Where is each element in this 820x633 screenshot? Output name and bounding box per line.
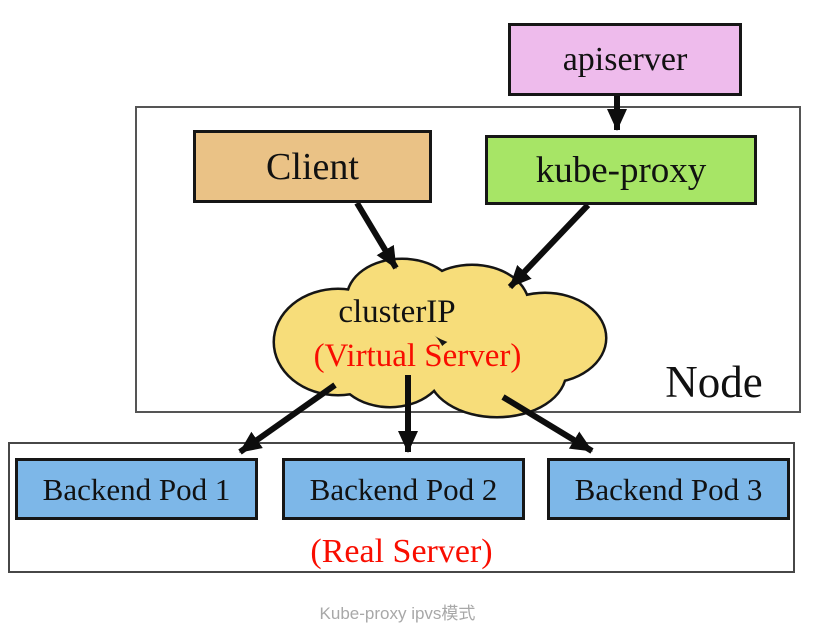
cluster-ip-title: clusterIP [338,294,456,330]
real-server-label: (Real Server) [310,533,493,570]
backend-pod-2-label: Backend Pod 2 [309,471,498,507]
backend-pod-3-label: Backend Pod 3 [574,471,763,507]
kube-proxy-label: kube-proxy [535,149,707,191]
backend-pod-1-label: Backend Pod 1 [42,471,231,507]
apiserver-label: apiserver [562,40,688,78]
client-box: Client [193,130,432,203]
backend-pod-2-box: Backend Pod 2 [282,458,525,520]
apiserver-box: apiserver [508,23,742,96]
node-label: Node [665,357,763,407]
backend-pod-1-box: Backend Pod 1 [15,458,258,520]
cluster-ip-subtitle: (Virtual Server) [313,338,522,374]
backend-pod-3-box: Backend Pod 3 [547,458,790,520]
diagram-caption: Kube-proxy ipvs模式 [319,604,476,623]
client-label: Client [266,145,359,188]
kube-proxy-box: kube-proxy [485,135,757,205]
